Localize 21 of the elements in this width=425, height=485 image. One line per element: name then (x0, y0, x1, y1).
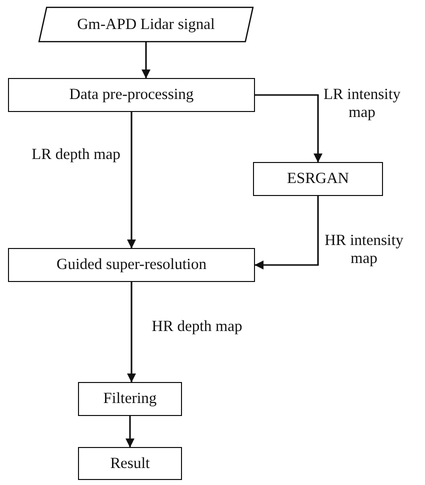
arrow (126, 416, 134, 448)
process-box (78, 447, 182, 480)
arrow (127, 282, 136, 382)
process-box (78, 382, 182, 416)
node-text: Filtering (103, 390, 157, 408)
arrow (255, 94, 322, 162)
process-box (8, 248, 255, 282)
node-text: Guided super-resolution (56, 256, 206, 274)
edge-label: LR depth map (30, 146, 122, 164)
edge-label: HR intensity map (324, 232, 404, 268)
arrow (127, 112, 136, 248)
process-box (8, 78, 255, 112)
arrow (142, 42, 150, 78)
edge-label: LR intensity map (322, 86, 402, 122)
node-text: Data pre-processing (69, 86, 194, 104)
arrow (254, 196, 319, 270)
node-text: Gm-APD Lidar signal (77, 16, 215, 34)
node-text: Result (110, 454, 150, 472)
edge-label: HR depth map (150, 318, 244, 336)
process-box (253, 162, 383, 196)
node-text: ESRGAN (286, 170, 349, 188)
